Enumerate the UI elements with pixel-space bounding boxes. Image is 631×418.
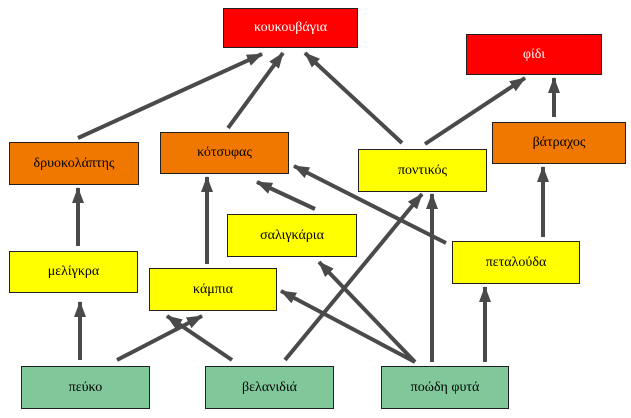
arrow-edge [280,289,416,364]
node-label: κάμπια [193,281,233,297]
arrow-edge [303,51,404,145]
node-poodi-fyta: ποώδη φυτά [381,366,509,409]
node-fidi: φίδι [466,34,602,75]
node-label: κότσυφας [197,145,252,160]
node-pontikos: ποντικός [358,149,487,192]
node-label: φίδι [522,46,546,62]
node-velanidia: βελανιδιά [205,366,334,409]
node-pefko: πεύκο [21,366,150,409]
node-label: ποώδη φυτά [410,379,480,395]
node-saligkaria: σαλιγκάρια [227,214,357,257]
arrow-edge [317,260,417,364]
node-label: ποντικός [397,162,448,178]
node-petalouda: πεταλούδα [452,241,580,284]
node-label: βάτραχος [532,135,586,150]
node-label: πεταλούδα [485,254,547,270]
node-dryokolaptis: δρυοκολάπτης [9,142,139,185]
node-label: δρυοκολάπτης [33,155,115,171]
node-vatrachos: βάτραχος [492,122,626,164]
node-kampia: κάμπια [149,268,277,311]
node-koukouvagia: κουκουβάγια [223,8,358,48]
node-label: βελανιδιά [242,379,297,395]
node-label: μελίγκρα [47,264,100,279]
arrow-edge [226,51,285,130]
node-label: κουκουβάγια [253,20,328,35]
arrow-edge [256,180,316,211]
node-kotsyfas: κότσυφας [160,132,289,174]
arrow-edge [77,52,263,140]
node-label: σαλιγκάρια [260,227,324,243]
node-meligkra: μελίγκρα [9,251,138,293]
arrow-edge [116,314,203,362]
node-label: πεύκο [68,379,103,395]
arrow-edge [165,314,234,362]
